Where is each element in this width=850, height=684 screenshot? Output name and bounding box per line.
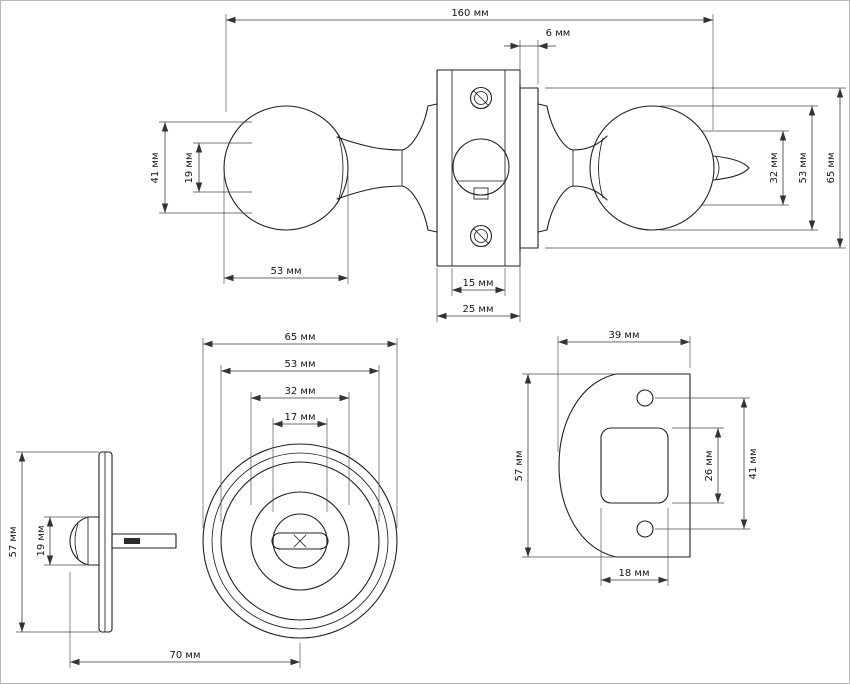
right-neck-and-rose — [537, 103, 608, 233]
dim-neck-diameter-left: 19 мм — [184, 142, 252, 193]
dim-label-strike-width: 39 мм — [609, 330, 640, 341]
dim-faceplate-height: 57 мм — [8, 451, 99, 633]
dim-label-strike-hole-height: 26 мм — [704, 451, 715, 482]
screw-top — [469, 86, 493, 110]
dim-label-neck-diameter: 19 мм — [184, 153, 195, 184]
dim-label-right-rose-diameter: 65 мм — [826, 153, 837, 184]
dim-label-right-neck: 32 мм — [769, 153, 780, 184]
dim-label-ring-53: 53 мм — [285, 359, 316, 370]
dim-right-rose-diameter: 65 мм — [545, 87, 846, 249]
dim-label-right-knob-diameter: 53 мм — [798, 153, 809, 184]
dim-ring-32: 32 мм — [250, 386, 350, 505]
screw-bottom — [469, 224, 493, 248]
dim-hub-width: 15 мм — [451, 268, 506, 296]
dim-total-length: 160 мм — [225, 8, 714, 130]
dim-label-bolt-height: 19 мм — [36, 526, 47, 557]
spindle-slot — [271, 532, 329, 550]
dim-right-neck: 32 мм — [702, 130, 789, 206]
dim-strike-screw-spacing: 41 мм — [655, 397, 759, 530]
dim-knob-diameter-left: 53 мм — [223, 175, 349, 284]
dim-spindle-hole: 17 мм — [272, 412, 328, 512]
dim-rose-diameter-left: 41 мм — [150, 121, 252, 214]
left-knob — [223, 105, 349, 231]
latch-hub — [452, 138, 510, 200]
rose-front-circles — [202, 443, 398, 639]
dim-strike-height: 57 мм — [514, 373, 614, 558]
front-view: 65 мм 53 мм 32 мм 17 мм 57 мм — [8, 332, 398, 668]
dim-label-ring-32: 32 мм — [285, 386, 316, 397]
mounting-plate — [436, 69, 539, 267]
latch-bolt-assembly — [69, 451, 177, 633]
spindle-tip — [712, 155, 750, 181]
dim-ring-53: 53 мм — [220, 359, 380, 522]
strike-plate-outline — [558, 373, 691, 558]
dim-label-strike-hole-width: 18 мм — [619, 568, 650, 579]
dim-backset: 70 мм — [69, 572, 301, 668]
dim-label-plate-width: 25 мм — [463, 304, 494, 315]
dim-label-strike-height: 57 мм — [514, 451, 525, 482]
dim-label-rose-diameter: 41 мм — [150, 153, 161, 184]
side-view: 160 мм 6 мм 41 мм 19 мм 53 мм — [150, 8, 846, 322]
dim-label-rose-outer: 65 мм — [285, 332, 316, 343]
dim-label-backset: 70 мм — [170, 650, 201, 661]
dim-label-plate-offset: 6 мм — [546, 28, 571, 39]
dim-strike-width: 39 мм — [557, 330, 691, 452]
dim-label-strike-screw-spacing: 41 мм — [748, 449, 759, 480]
dim-strike-hole-width: 18 мм — [600, 508, 669, 586]
dim-bolt-height: 19 мм — [36, 516, 86, 566]
dim-label-spindle-hole: 17 мм — [285, 412, 316, 423]
dim-right-knob-diameter: 53 мм — [660, 105, 818, 231]
strike-screw-hole-top — [636, 389, 654, 407]
strike-screw-hole-bottom — [636, 520, 654, 538]
dim-label-knob-diameter-left: 53 мм — [271, 266, 302, 277]
latch-tail-slot — [124, 538, 140, 544]
strike-plate-view: 39 мм 57 мм 26 мм 41 мм 18 мм — [514, 330, 759, 586]
strike-latch-hole — [600, 427, 669, 504]
dim-label-total-length: 160 мм — [451, 8, 488, 19]
right-knob — [589, 105, 715, 231]
dim-rose-outer: 65 мм — [202, 332, 398, 528]
dim-plate-offset: 6 мм — [504, 28, 570, 84]
dim-strike-hole-height: 26 мм — [672, 427, 724, 504]
left-neck-and-rose — [336, 103, 438, 233]
dim-label-faceplate-height: 57 мм — [8, 527, 19, 558]
dim-plate-width: 25 мм — [436, 252, 521, 322]
dim-label-hub-width: 15 мм — [463, 278, 494, 289]
